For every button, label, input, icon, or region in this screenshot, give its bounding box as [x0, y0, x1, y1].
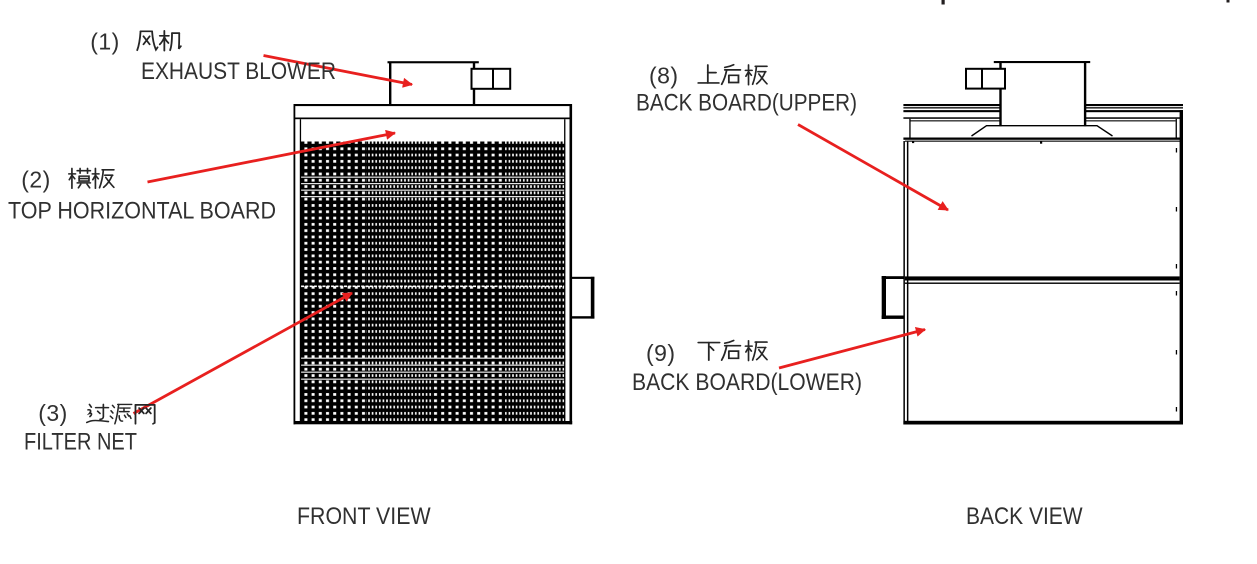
svg-text:(9): (9) — [646, 340, 675, 366]
svg-text:BACK VIEW: BACK VIEW — [966, 503, 1083, 530]
svg-text:(1): (1) — [90, 28, 119, 54]
svg-text:(8): (8) — [649, 62, 678, 88]
svg-text:TOP HORIZONTAL BOARD: TOP HORIZONTAL BOARD — [8, 198, 276, 225]
svg-text:EXHAUST BLOWER: EXHAUST BLOWER — [141, 58, 336, 85]
svg-text:(3): (3) — [38, 400, 67, 426]
svg-text:BACK BOARD(UPPER): BACK BOARD(UPPER) — [636, 90, 857, 117]
svg-text:FILTER NET: FILTER NET — [24, 429, 137, 456]
svg-text:BACK BOARD(LOWER): BACK BOARD(LOWER) — [632, 369, 862, 396]
svg-text:(2): (2) — [21, 166, 50, 192]
svg-text:FRONT VIEW: FRONT VIEW — [297, 503, 431, 530]
